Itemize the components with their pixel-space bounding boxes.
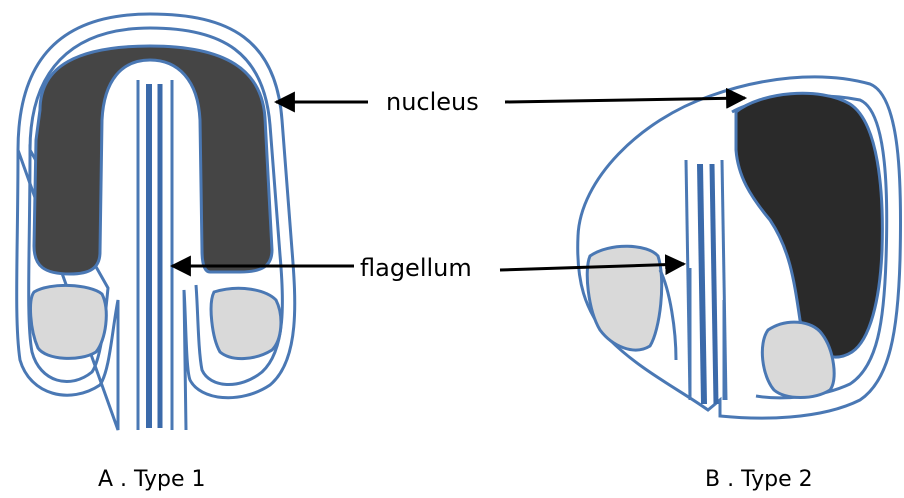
type1-cell bbox=[17, 14, 295, 430]
type2-flagellum bbox=[686, 160, 726, 404]
type2-nucleus bbox=[736, 93, 882, 357]
nucleus-arrow-right bbox=[505, 98, 745, 102]
type1-nucleus bbox=[34, 46, 272, 274]
type1-flagellum bbox=[138, 80, 172, 430]
nucleus-label: nucleus bbox=[386, 88, 479, 116]
type1-vesicle-right bbox=[211, 288, 281, 358]
type2-cell bbox=[578, 77, 901, 418]
type2-caption: B . Type 2 bbox=[705, 467, 813, 492]
flagellum-label: flagellum bbox=[360, 254, 472, 282]
nucleus-arrows bbox=[276, 98, 745, 102]
type1-caption: A . Type 1 bbox=[98, 467, 206, 492]
type2-vesicle-left bbox=[587, 246, 661, 350]
type1-vesicle-left bbox=[31, 285, 107, 358]
type2-vesicle-right bbox=[762, 322, 834, 397]
